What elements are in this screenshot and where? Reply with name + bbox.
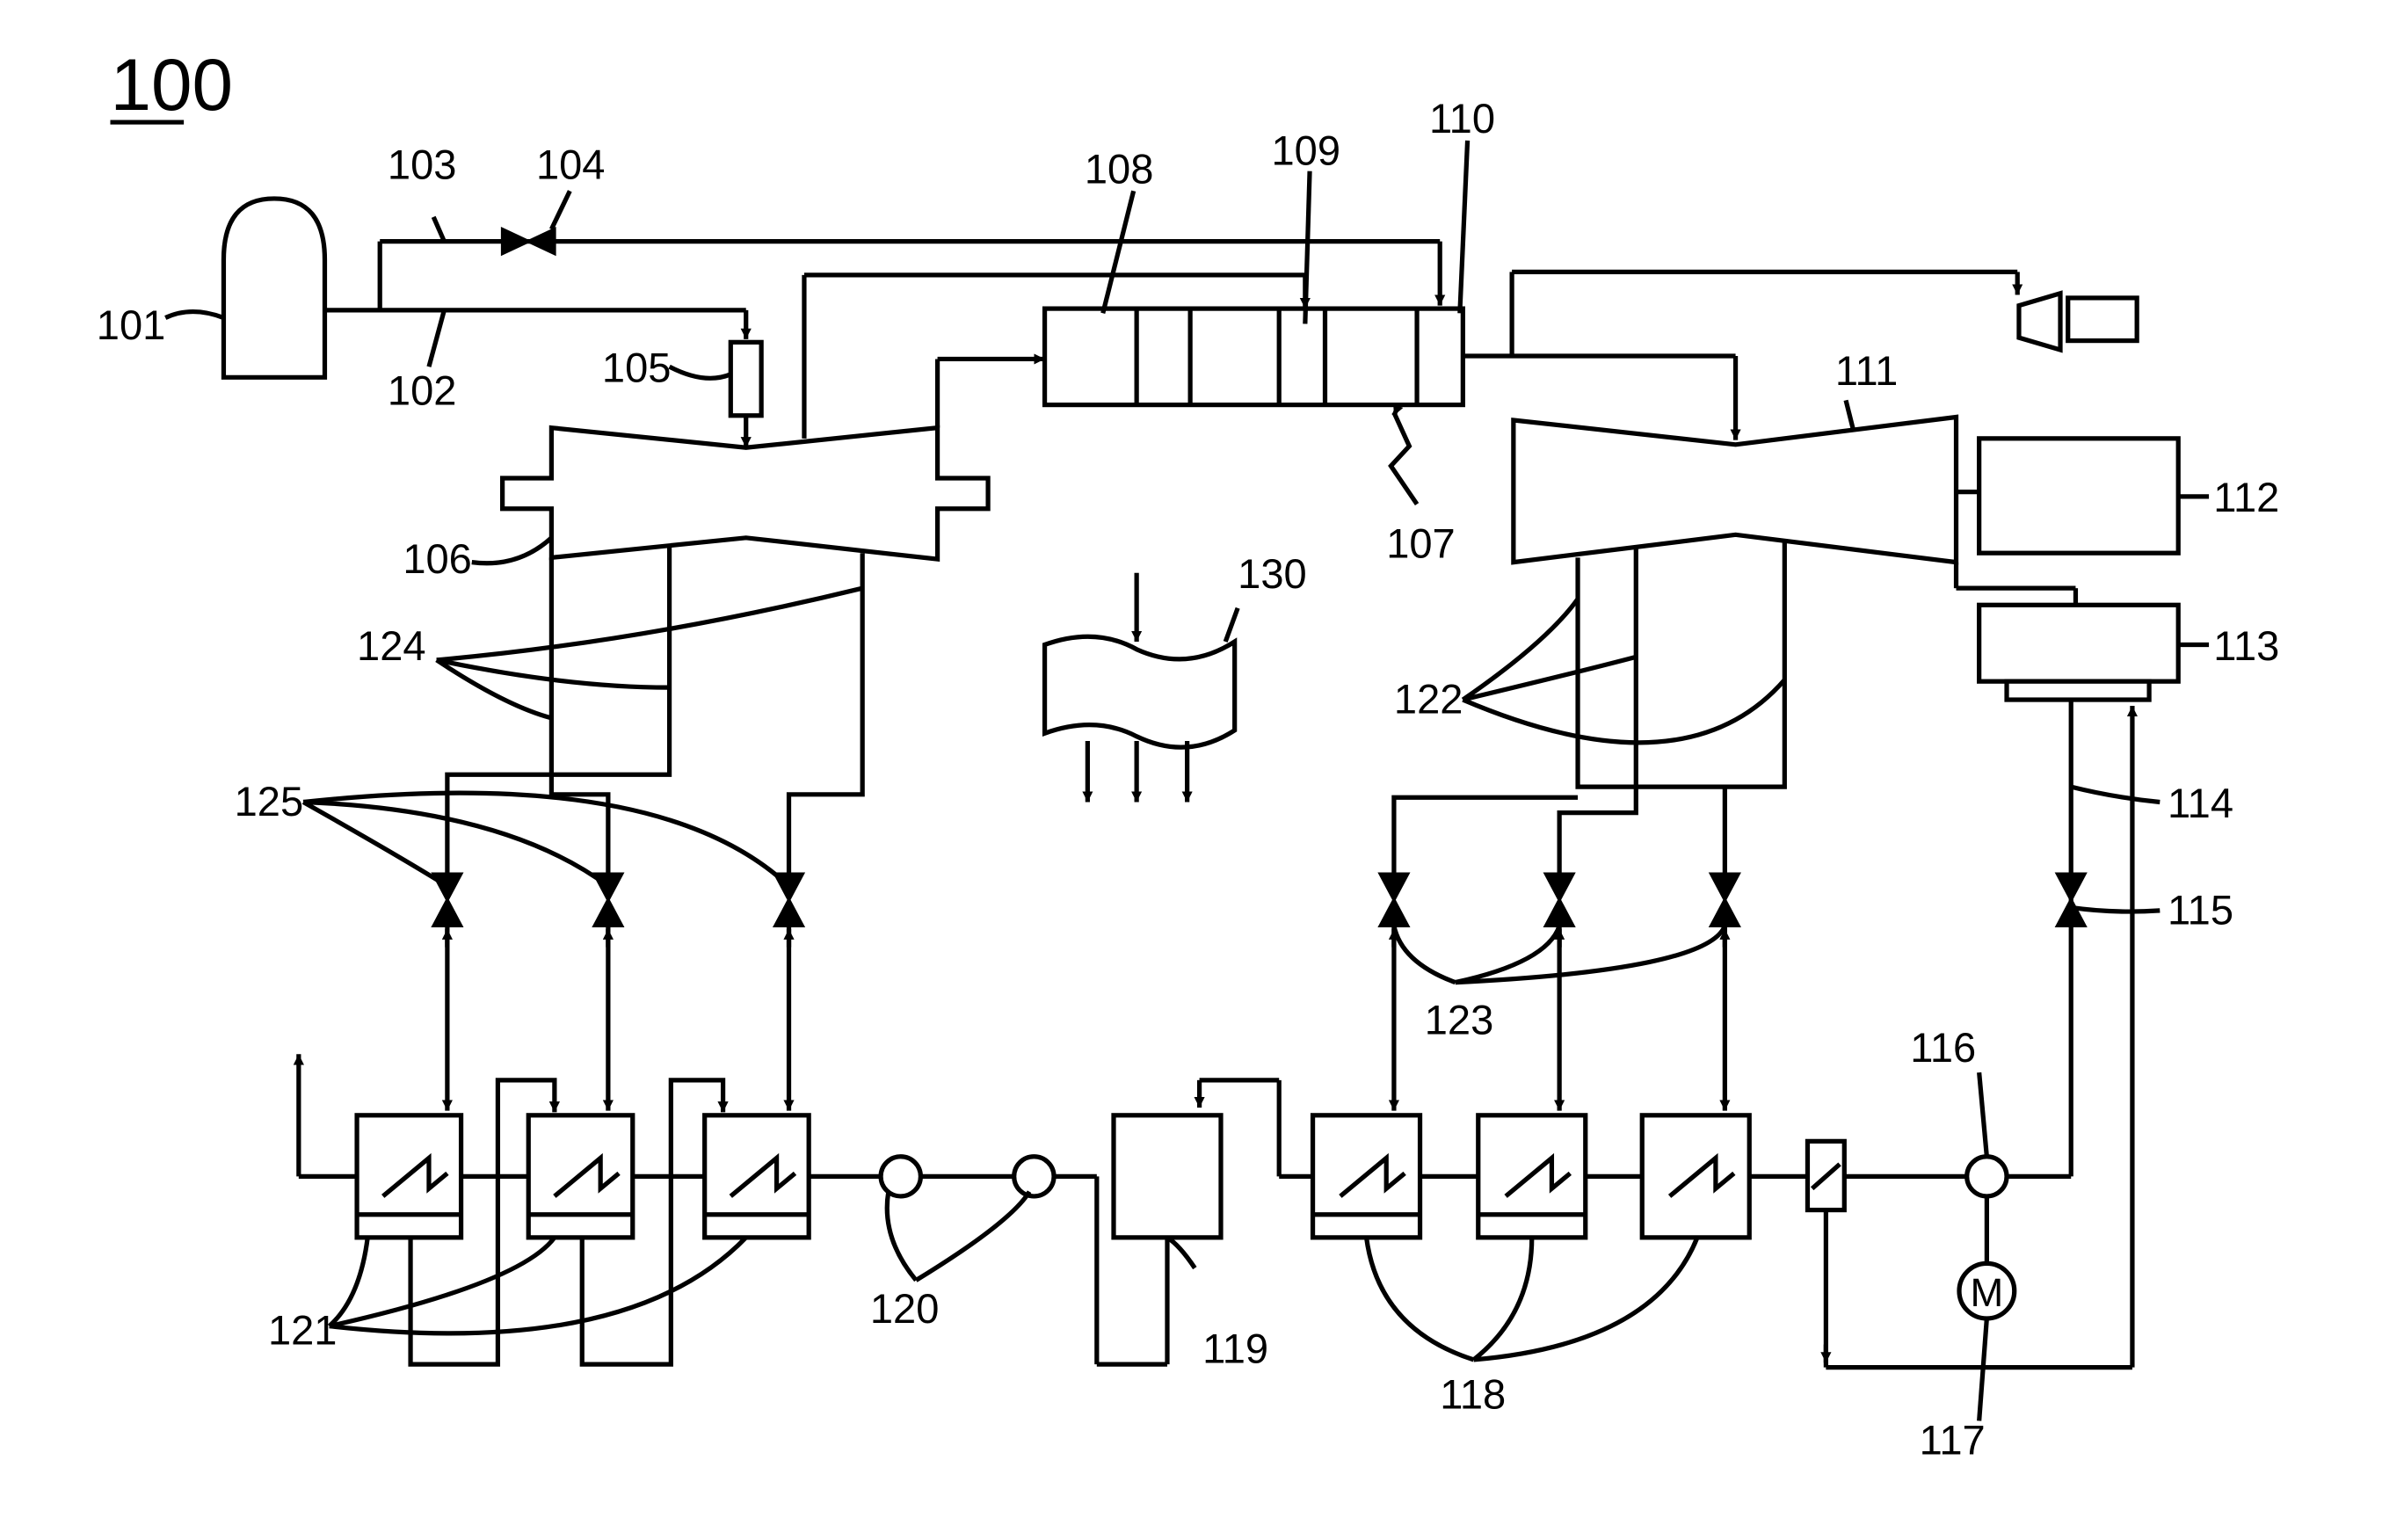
label-102: 102	[388, 367, 457, 414]
pump-120b	[1014, 1157, 1054, 1196]
valve-115	[2058, 874, 2085, 926]
compressor-106	[503, 428, 988, 559]
label-107: 107	[1386, 519, 1456, 566]
booster-motor	[2068, 298, 2137, 341]
leader-107	[1391, 412, 1417, 504]
booster-compressor	[2019, 294, 2060, 350]
label-101: 101	[97, 301, 166, 348]
label-116: 116	[1910, 1024, 1976, 1071]
label-119: 119	[1202, 1325, 1268, 1371]
lp-heater-118a	[1313, 1115, 1420, 1238]
figure-number-text: 100	[110, 43, 233, 126]
label-125: 125	[235, 778, 304, 824]
label-120: 120	[870, 1285, 940, 1332]
fuel-tank-101	[223, 199, 324, 377]
valves-125	[433, 874, 802, 926]
hp-heater-121c	[705, 1115, 810, 1238]
generator-112	[1979, 439, 2179, 553]
label-104: 104	[536, 141, 606, 187]
label-112: 112	[2213, 474, 2279, 520]
label-111: 111	[1835, 347, 1899, 394]
condenser-113	[1979, 605, 2179, 681]
condenser-hotwell	[2007, 681, 2149, 700]
label-109: 109	[1271, 127, 1340, 174]
combustor-107	[1045, 309, 1463, 405]
label-106: 106	[403, 535, 472, 582]
label-121: 121	[268, 1307, 338, 1354]
valves-123	[1380, 874, 1739, 926]
label-118: 118	[1440, 1371, 1506, 1418]
lp-heater-118b	[1478, 1115, 1586, 1238]
lp-heater-118c	[1642, 1115, 1749, 1238]
figure-number: 100	[110, 43, 233, 126]
hp-heater-121b	[528, 1115, 633, 1238]
label-123: 123	[1425, 997, 1494, 1043]
pump-116	[1967, 1157, 2007, 1196]
motor-label: M	[1970, 1270, 2003, 1315]
valve-104	[503, 229, 555, 254]
label-103: 103	[388, 141, 457, 187]
label-122: 122	[1394, 676, 1463, 723]
label-105: 105	[602, 345, 672, 391]
label-115: 115	[2168, 887, 2233, 933]
label-108: 108	[1085, 146, 1154, 192]
label-110: 110	[1429, 95, 1495, 142]
deaerator-119	[1114, 1115, 1221, 1238]
label-113: 113	[2213, 622, 2279, 669]
label-114: 114	[2168, 780, 2233, 826]
filter-105	[730, 342, 761, 415]
pump-120a	[881, 1157, 920, 1196]
label-130: 130	[1238, 550, 1307, 597]
legend-flow-130	[1045, 573, 1235, 803]
label-124: 124	[357, 622, 426, 669]
label-117: 117	[1920, 1417, 1986, 1464]
hp-heater-121a	[357, 1115, 461, 1238]
